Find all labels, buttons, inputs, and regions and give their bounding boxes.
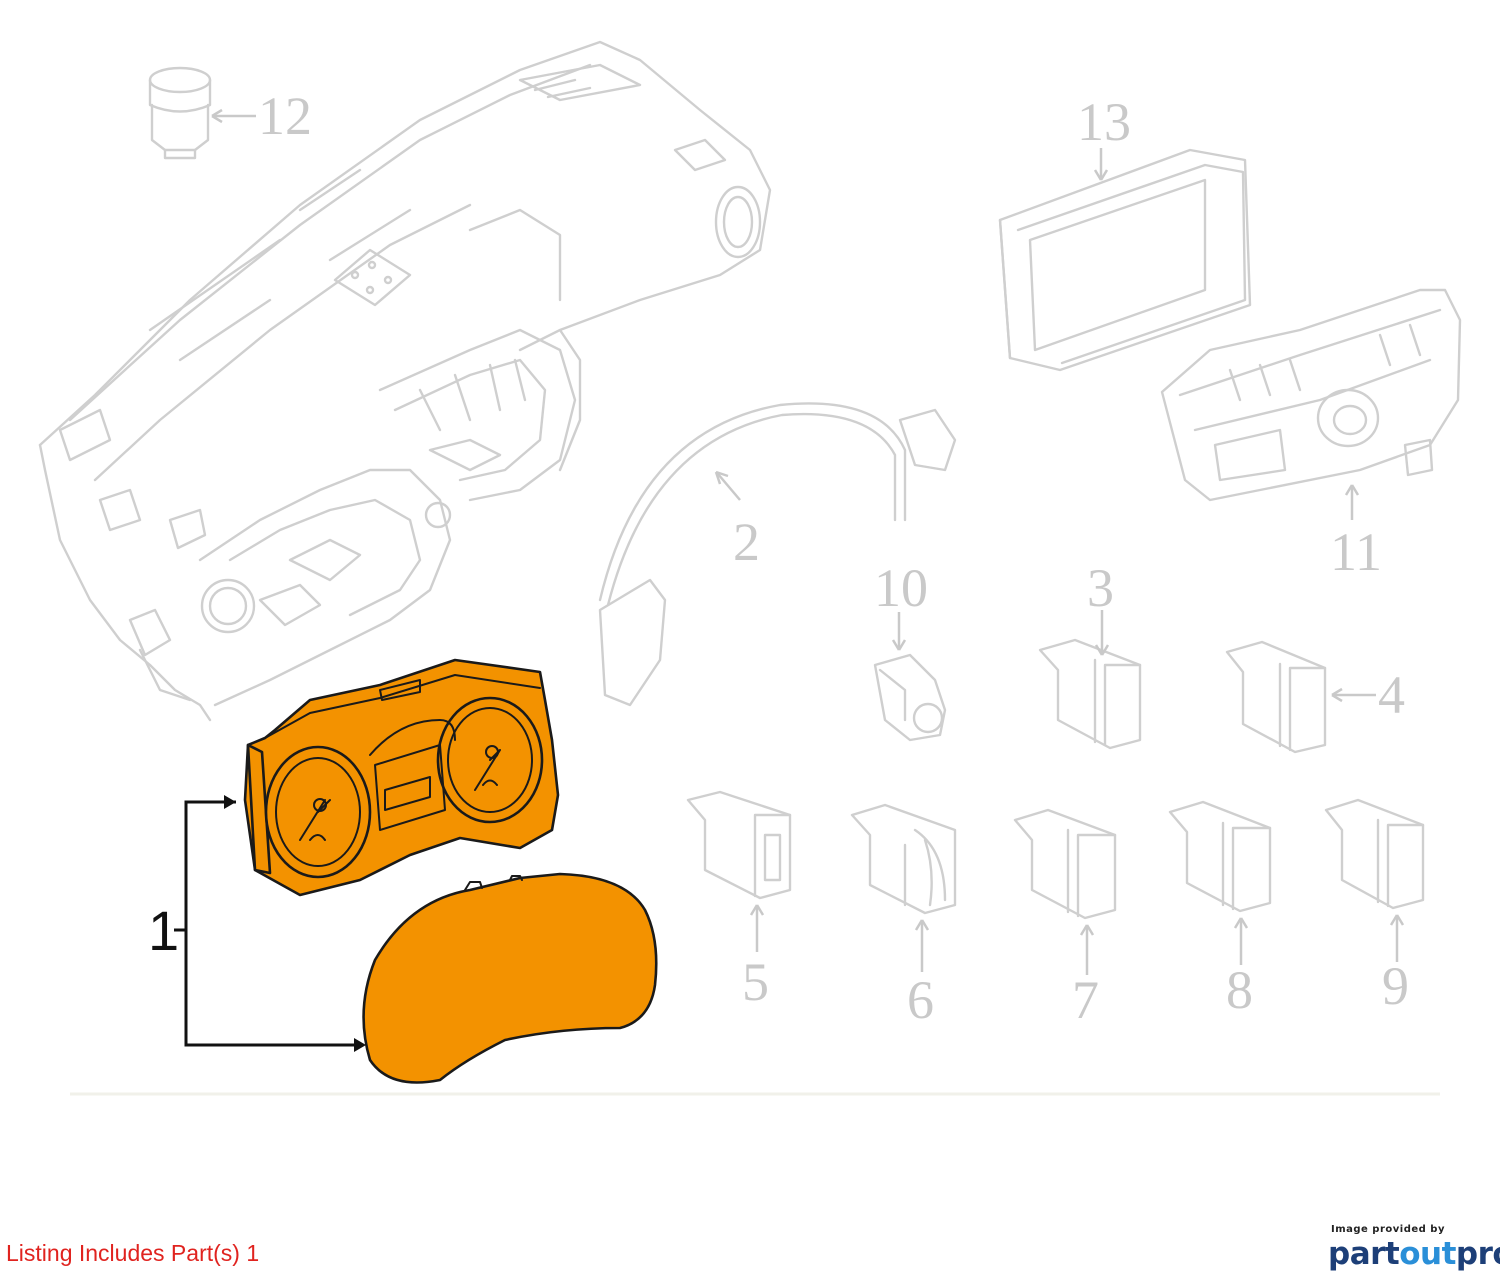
part-1-instrument-cluster[interactable] xyxy=(243,658,560,897)
part-13-display-ghost xyxy=(998,148,1252,372)
listing-note: Listing Includes Part(s) 1 xyxy=(6,1240,260,1266)
callout-12: 12 xyxy=(258,86,312,146)
part-3-switch-ghost xyxy=(1038,610,1142,750)
part-6-switch-ghost xyxy=(850,803,957,972)
callout-5: 5 xyxy=(742,952,769,1012)
part-5-switch-ghost xyxy=(686,790,792,952)
callout-7: 7 xyxy=(1072,970,1099,1030)
callout-1: 1 xyxy=(148,899,179,962)
brand-out: out xyxy=(1399,1236,1456,1272)
callout-4: 4 xyxy=(1378,665,1405,725)
part-7-switch-ghost xyxy=(1013,808,1117,975)
callout-6: 6 xyxy=(907,970,934,1030)
callout-13: 13 xyxy=(1077,92,1131,152)
part-9-switch-ghost xyxy=(1324,798,1425,962)
callout-10: 10 xyxy=(874,558,928,618)
brand-part: part xyxy=(1328,1236,1400,1272)
part-11-control-panel-ghost xyxy=(1160,288,1462,520)
part-4-switch-ghost xyxy=(1225,640,1376,754)
part-1-cluster-lens[interactable] xyxy=(362,872,658,1084)
part-10-socket-ghost xyxy=(873,612,947,742)
callout-11: 11 xyxy=(1330,522,1382,582)
brand-pro: pro xyxy=(1455,1236,1500,1272)
image-credit-label: Image provided by xyxy=(1331,1224,1445,1235)
callout-3: 3 xyxy=(1087,558,1114,618)
callout-9: 9 xyxy=(1382,956,1409,1016)
callout-8: 8 xyxy=(1226,960,1253,1020)
dashboard-ghost xyxy=(38,40,772,722)
part-12-switch-ghost xyxy=(148,66,256,160)
callout-1-bracket xyxy=(174,795,366,1052)
part-2-harness-ghost xyxy=(598,402,957,707)
part-8-switch-ghost xyxy=(1168,800,1272,965)
callout-2: 2 xyxy=(733,512,760,572)
partoutpro-logo[interactable]: partoutpro xyxy=(1328,1236,1500,1272)
